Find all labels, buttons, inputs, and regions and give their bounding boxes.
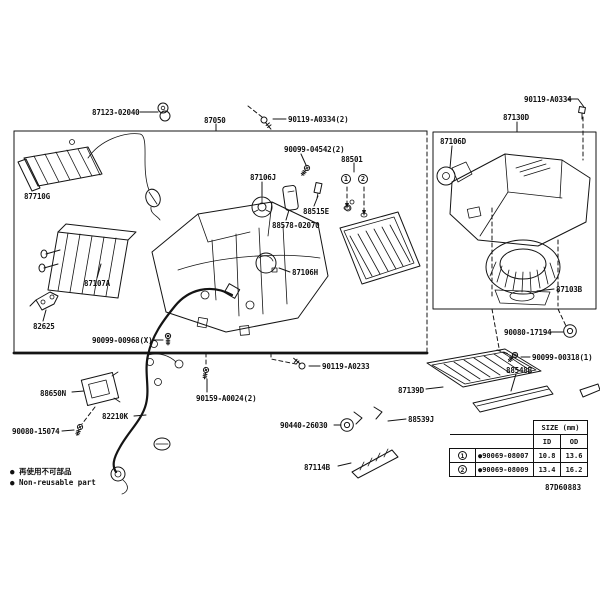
legend-non-reusable-jp: ● 再使用不可部品 [10,467,72,476]
part-label-87106D: 87106D [440,137,466,146]
size-table-col-od: OD [560,434,588,449]
part-label-90080-15074: 90080-15074 [12,427,60,436]
wire-harness-art [110,283,241,495]
clip-90119-icon [578,106,586,120]
bracket-art [29,291,59,311]
blower-motor-art [485,239,561,306]
part-label-87106H: 87106H [292,268,318,277]
filter-cover-art [472,383,600,413]
part-label-87050: 87050 [204,116,226,125]
clip-art [353,406,383,425]
ac-core-art [339,199,421,285]
part-label-90080-17194: 90080-17194 [504,328,552,337]
part-label-87130D: 87130D [503,113,529,122]
part-label-88501: 88501 [341,155,363,164]
callout-2: 2 [358,174,368,184]
cabin-filter-art [426,348,542,388]
part-label-87123-02040: 87123-02040 [92,108,140,117]
part-label-90099-04542: 90099-04542(2) [284,145,345,154]
table-row: 2 ●90069-08009 13.4 16.2 [449,462,588,477]
part-number: 90069-08007 [482,451,529,460]
oring-size-table: SIZE (mm) ID OD 1 ●90069-08007 10.8 13.6… [449,420,588,477]
grommet-87123-icon [157,102,171,122]
heater-core-art [38,223,137,299]
part-label-88539J: 88539J [408,415,434,424]
servo-motor-art [251,181,323,274]
row-index-badge: 2 [458,465,467,474]
ac-unit-case-art [449,153,591,247]
callout-1: 1 [341,174,351,184]
callout-arrowheads [345,203,366,216]
part-label-87114B: 87114B [304,463,330,472]
part-label-90119-A0334: 90119-A0334 [524,95,572,104]
heater-pipe-art [351,448,399,479]
part-number: 90069-08009 [482,465,529,474]
bullet-icon: ● [10,478,15,487]
bullet-icon: ● [10,467,15,476]
amplifier-art [80,371,121,425]
part-label-82210K: 82210K [102,412,128,421]
leader-lines [42,98,585,467]
part-label-90119-A0334-2: 90119-A0334(2) [288,115,349,124]
grommet-icon [563,324,577,338]
dashed-reference-lines [205,105,584,368]
legend-non-reusable-en: ● Non-reusable part [10,478,96,487]
part-label-90440-26030: 90440-26030 [280,421,328,430]
main-unit-box [12,130,429,355]
screw-icon [201,366,210,380]
blower-unit-box [432,131,597,310]
id-value: 13.4 [533,462,561,477]
screw-icon [299,163,312,178]
part-label-82625: 82625 [33,322,55,331]
id-value: 10.8 [533,448,561,463]
grommet-icon [340,418,354,432]
figure-code: 87D60883 [545,483,582,492]
part-label-87139D: 87139D [398,386,424,395]
hvac-case-art [151,201,329,336]
row-index-badge: 1 [458,451,467,460]
part-label-88578-02070: 88578-02070 [272,221,320,230]
bullet-icon: ● [478,465,483,474]
part-label-90099-00968: 90099-00968(X) [92,336,153,345]
part-label-87106J: 87106J [250,173,276,182]
table-row: 1 ●90069-08007 10.8 13.6 [449,448,588,463]
part-label-87103B: 87103B [556,285,582,294]
screw-icon [164,332,172,346]
part-label-90159-A0024: 90159-A0024(2) [196,394,257,403]
size-table-col-id: ID [533,434,561,449]
part-label-88650N: 88650N [40,389,66,398]
size-table-title: SIZE (mm) [533,420,588,435]
part-label-90119-A0233: 90119-A0233 [322,362,370,371]
blower-motor-sub-art [436,161,473,186]
od-value: 16.2 [560,462,588,477]
bolt-icon [258,115,274,130]
part-label-87710G: 87710G [24,192,50,201]
condenser-core-art [17,133,161,221]
screw-icon [73,423,84,437]
part-label-88515E: 88515E [303,207,329,216]
part-label-88548B: 88548B [506,366,532,375]
od-value: 13.6 [560,448,588,463]
part-label-87107A: 87107A [84,279,110,288]
bullet-icon: ● [478,451,483,460]
part-label-90099-00318: 90099-00318(1) [532,353,593,362]
